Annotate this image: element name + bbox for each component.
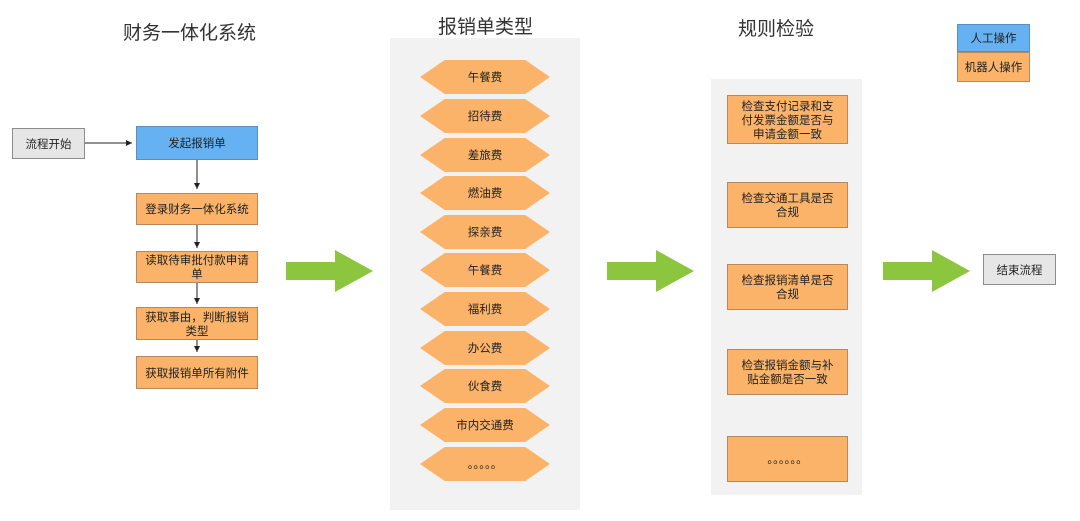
expense-type-diamond: 招待费 [420,99,550,133]
check-payment-box: 检查支付记录和支付发票金额是否与申请金额一致 [727,95,848,144]
big-arrow-3 [883,250,970,292]
expense-type-diamond: 午餐费 [420,253,550,287]
legend-manual-operation: 人工操作 [957,24,1030,52]
title-rule-check: 规则检验 [738,18,815,40]
step-judge-box: 获取事由，判断报销类型 [136,307,258,340]
expense-type-diamond: 市内交通费 [420,408,550,442]
initiate-expense-box: 发起报销单 [136,126,258,160]
title-finance-system: 财务一体化系统 [123,22,257,44]
expense-type-diamond: 燃油费 [420,176,550,210]
expense-type-diamond: 伙食费 [420,369,550,403]
expense-type-diamond-more: 。。。。。 [420,447,550,481]
expense-type-diamond: 福利费 [420,292,550,326]
step-attach-box: 获取报销单所有附件 [136,356,258,389]
expense-type-diamond: 探亲费 [420,215,550,249]
step-login-box: 登录财务一体化系统 [136,193,258,225]
flow-start-box: 流程开始 [12,128,85,159]
step-read-box: 读取待审批付款申请单 [136,251,258,283]
title-expense-types: 报销单类型 [438,16,534,38]
check-transport-box: 检查交通工具是否合规 [727,182,848,228]
legend-robot-operation: 机器人操作 [957,52,1030,82]
check-list-box: 检查报销清单是否合规 [727,264,848,310]
check-more-box: 。。。。。。 [727,436,848,482]
expense-type-diamond: 午餐费 [420,60,550,94]
check-subsidy-box: 检查报销金额与补贴金额是否一致 [727,349,848,395]
expense-type-diamond: 差旅费 [420,138,550,172]
big-arrow-1 [286,250,373,292]
expense-type-diamond: 办公费 [420,331,550,365]
flow-end-box: 结束流程 [983,254,1056,285]
big-arrow-2 [607,250,694,292]
